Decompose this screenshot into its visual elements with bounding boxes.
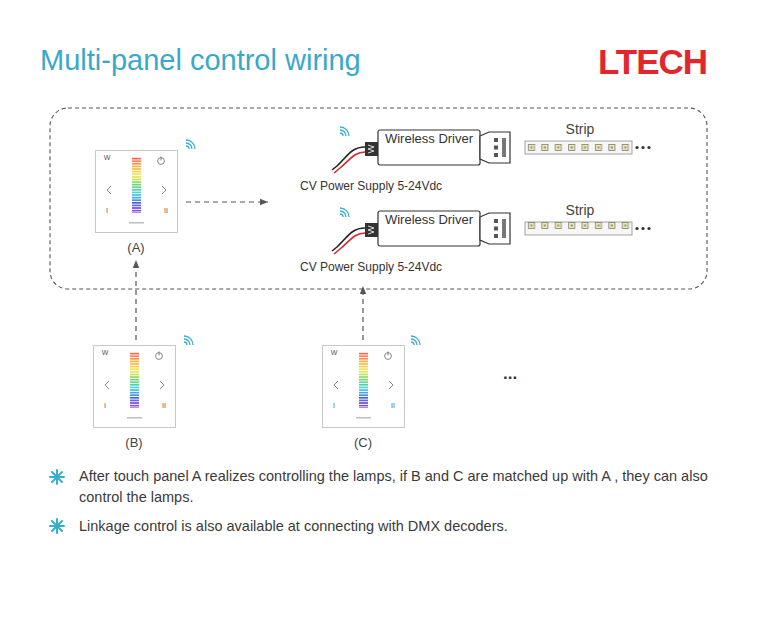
node-label: Strip bbox=[520, 202, 640, 218]
wireless-driver: Wireless Driver CV Power Supply 5-24Vdc bbox=[268, 118, 482, 198]
bullet-mark bbox=[50, 470, 64, 484]
bullet-mark bbox=[50, 519, 64, 533]
touch-panel bbox=[323, 346, 405, 428]
panel-key: I bbox=[99, 402, 111, 410]
node-label: Strip bbox=[520, 121, 640, 137]
touch-panel bbox=[94, 346, 176, 428]
note-text: Linkage control is also available at con… bbox=[79, 516, 711, 537]
ellipsis: ... bbox=[503, 364, 537, 384]
dashed-arrow bbox=[135, 260, 136, 340]
wireless-icon bbox=[411, 336, 420, 345]
dashed-arrow bbox=[362, 286, 363, 340]
led-strip bbox=[525, 222, 651, 235]
node-label: Wireless Driver bbox=[378, 130, 480, 147]
wireless-icon bbox=[340, 127, 349, 136]
led-strip: Strip bbox=[520, 199, 642, 239]
supply-label: CV Power Supply 5-24Vdc bbox=[300, 180, 480, 194]
panel-key: W bbox=[328, 349, 340, 357]
page-title: Multi-panel control wiring bbox=[40, 44, 361, 77]
led-strip bbox=[525, 141, 651, 154]
touch-panel-a: (A) bbox=[88, 145, 186, 260]
touch-panel bbox=[96, 151, 178, 233]
note-text: After touch panel A realizes controlling… bbox=[79, 466, 711, 508]
wireless-driver: Wireless Driver CV Power Supply 5-24Vdc bbox=[268, 199, 482, 286]
wireless-icon bbox=[340, 208, 349, 217]
led-row bbox=[525, 141, 632, 154]
driver-body bbox=[332, 211, 510, 254]
led-row bbox=[525, 222, 632, 235]
panel-key: W bbox=[99, 349, 111, 357]
panel-key: I bbox=[328, 402, 340, 410]
group-outline bbox=[50, 108, 707, 289]
node-label: (C) bbox=[315, 436, 411, 451]
panel-key: II bbox=[159, 207, 173, 215]
dashed-arrow bbox=[186, 201, 268, 202]
node-label: Wireless Driver bbox=[378, 211, 480, 228]
panel-key: I bbox=[101, 207, 113, 215]
panel-key: W bbox=[101, 154, 113, 162]
wireless-icon bbox=[186, 140, 195, 149]
node-label: (A) bbox=[88, 241, 184, 256]
panel-key: II bbox=[386, 402, 400, 410]
panel-key: II bbox=[157, 402, 171, 410]
touch-panel-b: (B) bbox=[86, 340, 184, 455]
brand-logo: LTECH bbox=[598, 42, 748, 82]
touch-panel-c: (C) bbox=[315, 340, 413, 455]
node-label: (B) bbox=[86, 436, 182, 451]
driver-body bbox=[332, 130, 510, 173]
wireless-icon bbox=[184, 336, 193, 345]
led-strip: Strip bbox=[520, 118, 642, 158]
supply-label: CV Power Supply 5-24Vdc bbox=[300, 261, 480, 275]
